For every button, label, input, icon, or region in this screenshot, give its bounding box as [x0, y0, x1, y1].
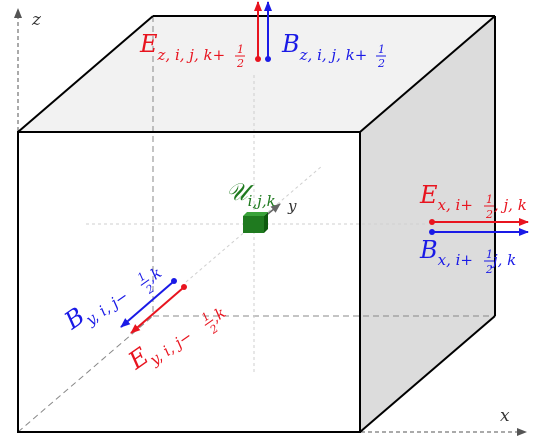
- axes: z x: [14, 8, 527, 436]
- x-field-vectors: Ex, i+ 1 2 , j, k Bx, i+ 1 2 j, k: [419, 181, 529, 276]
- b-x-frac-num: 1: [486, 248, 493, 261]
- cube-side-face: [360, 16, 495, 432]
- b-y-origin: [171, 278, 177, 284]
- cube-front-outline: [17, 131, 361, 433]
- cube-edge-top-right: [359, 15, 496, 133]
- e-z-label-sub: z, i, j, k+: [157, 46, 226, 64]
- b-x-label-sub-b: j, k: [490, 251, 516, 269]
- e-x-label-sub-b: , j, k: [494, 196, 527, 214]
- cell-cube-top: [243, 212, 268, 216]
- x-axis-label: x: [500, 406, 510, 426]
- z-axis-label: z: [31, 10, 42, 30]
- cell-cube-side: [264, 212, 268, 233]
- e-z-label: Ez, i, j, k+: [139, 30, 225, 64]
- b-x-origin: [429, 229, 435, 235]
- b-x-label-main: B: [419, 236, 438, 264]
- e-x-label-main: E: [419, 181, 438, 209]
- e-x-frac-den: 2: [485, 208, 493, 221]
- b-z-label: Bz, i, j, k+: [281, 30, 367, 64]
- b-y-frac-bar: [140, 279, 150, 286]
- cell-cube-front: [243, 216, 264, 233]
- cube-top-face: [18, 16, 495, 132]
- b-z-frac-num: 1: [378, 43, 385, 56]
- b-x-frac-den: 2: [485, 263, 493, 276]
- e-y-frac-bar: [204, 319, 214, 326]
- z-axis-arrowhead: [14, 8, 22, 18]
- e-z-label-main: E: [139, 30, 158, 58]
- b-z-label-main: B: [281, 30, 300, 58]
- y-axis-label: y: [287, 197, 297, 215]
- b-x-label: Bx, i+: [419, 236, 473, 269]
- b-x-label-sub-a: x, i+: [438, 251, 473, 269]
- e-x-frac-num: 1: [486, 193, 493, 206]
- cube-front-face: [18, 132, 360, 432]
- cube-edge-bottom-right: [359, 315, 496, 433]
- cube: [17, 15, 496, 433]
- e-x-label-sub-a: x, i+: [438, 196, 473, 214]
- e-z-frac-den: 2: [236, 57, 244, 70]
- e-x-label: Ex, i+: [419, 181, 473, 214]
- e-y-origin: [181, 284, 187, 290]
- e-z-frac-num: 1: [237, 43, 244, 56]
- e-y-arrow: [130, 287, 184, 334]
- b-y-arrow: [120, 281, 174, 328]
- cell-label-sub: i,j,k: [248, 192, 276, 210]
- cube-edge-top-left: [17, 15, 154, 133]
- b-z-label-sub: z, i, j, k+: [299, 46, 368, 64]
- b-z-origin: [265, 56, 271, 62]
- x-axis-arrowhead: [517, 428, 527, 436]
- b-z-frac-den: 2: [377, 57, 385, 70]
- e-x-origin: [429, 219, 435, 225]
- e-z-origin: [255, 56, 261, 62]
- z-field-vectors: Ez, i, j, k+ 1 2 Bz, i, j, k+ 1 2: [139, 1, 386, 70]
